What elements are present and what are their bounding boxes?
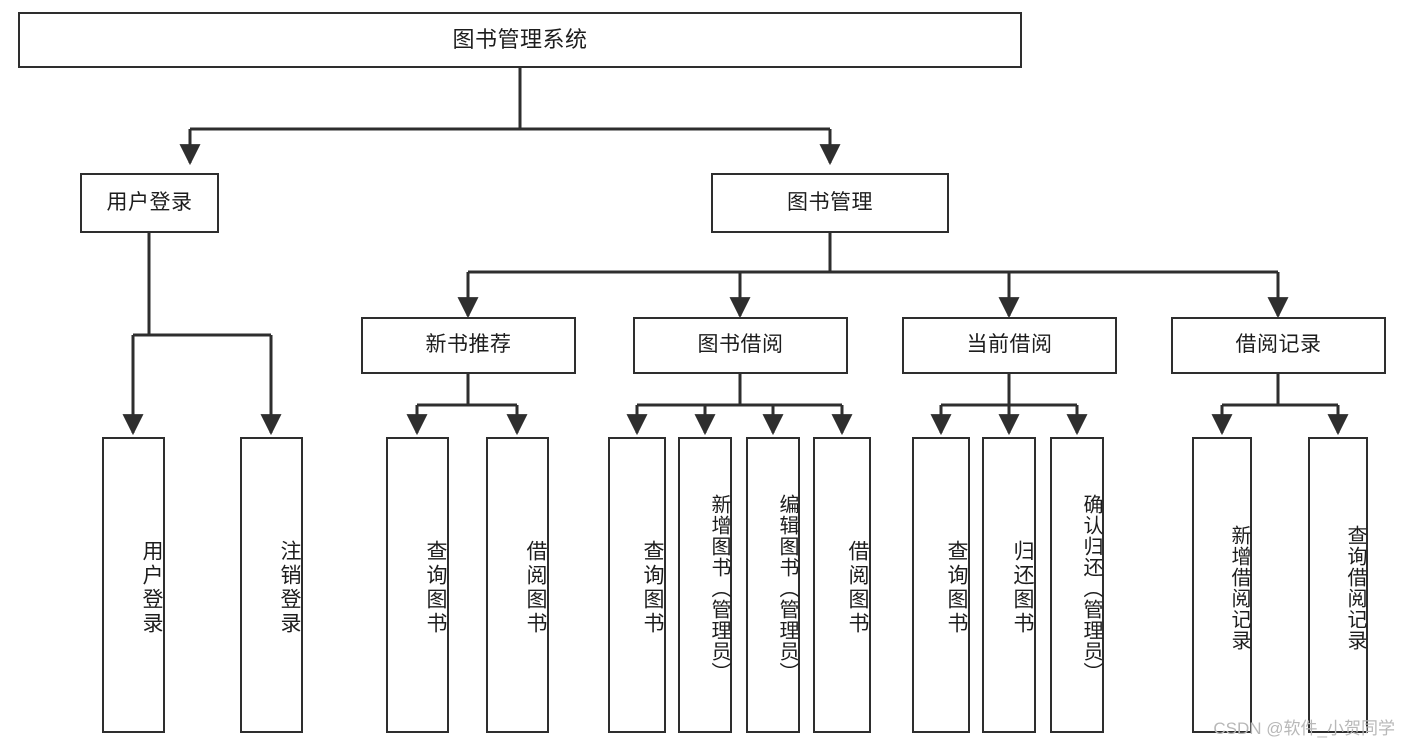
leaf-query-book-1[interactable]: 查询图书 bbox=[386, 437, 449, 733]
node-book-manage[interactable]: 图书管理 bbox=[711, 173, 949, 233]
leaf-borrow-book-1[interactable]: 借阅图书 bbox=[486, 437, 549, 733]
leaf-return-book[interactable]: 归还图书 bbox=[982, 437, 1036, 733]
node-borrow-record[interactable]: 借阅记录 bbox=[1171, 317, 1386, 374]
leaf-query-book-3[interactable]: 查询图书 bbox=[912, 437, 970, 733]
watermark: CSDN @软件_小贺同学 bbox=[1213, 719, 1395, 738]
node-user-login[interactable]: 用户登录 bbox=[80, 173, 219, 233]
leaf-query-book-2[interactable]: 查询图书 bbox=[608, 437, 666, 733]
leaf-user-login[interactable]: 用户登录 bbox=[102, 437, 165, 733]
leaf-logout-login[interactable]: 注销登录 bbox=[240, 437, 303, 733]
leaf-add-book[interactable]: 新增图书（管理员） bbox=[678, 437, 732, 733]
node-current-borrow[interactable]: 当前借阅 bbox=[902, 317, 1117, 374]
node-book-borrow[interactable]: 图书借阅 bbox=[633, 317, 848, 374]
node-new-book-recommend[interactable]: 新书推荐 bbox=[361, 317, 576, 374]
leaf-confirm-return[interactable]: 确认归还（管理员） bbox=[1050, 437, 1104, 733]
leaf-add-record[interactable]: 新增借阅记录 bbox=[1192, 437, 1252, 733]
leaf-borrow-book-2[interactable]: 借阅图书 bbox=[813, 437, 871, 733]
leaf-query-record[interactable]: 查询借阅记录 bbox=[1308, 437, 1368, 733]
node-root-system[interactable]: 图书管理系统 bbox=[18, 12, 1022, 68]
leaf-edit-book[interactable]: 编辑图书（管理员） bbox=[746, 437, 800, 733]
